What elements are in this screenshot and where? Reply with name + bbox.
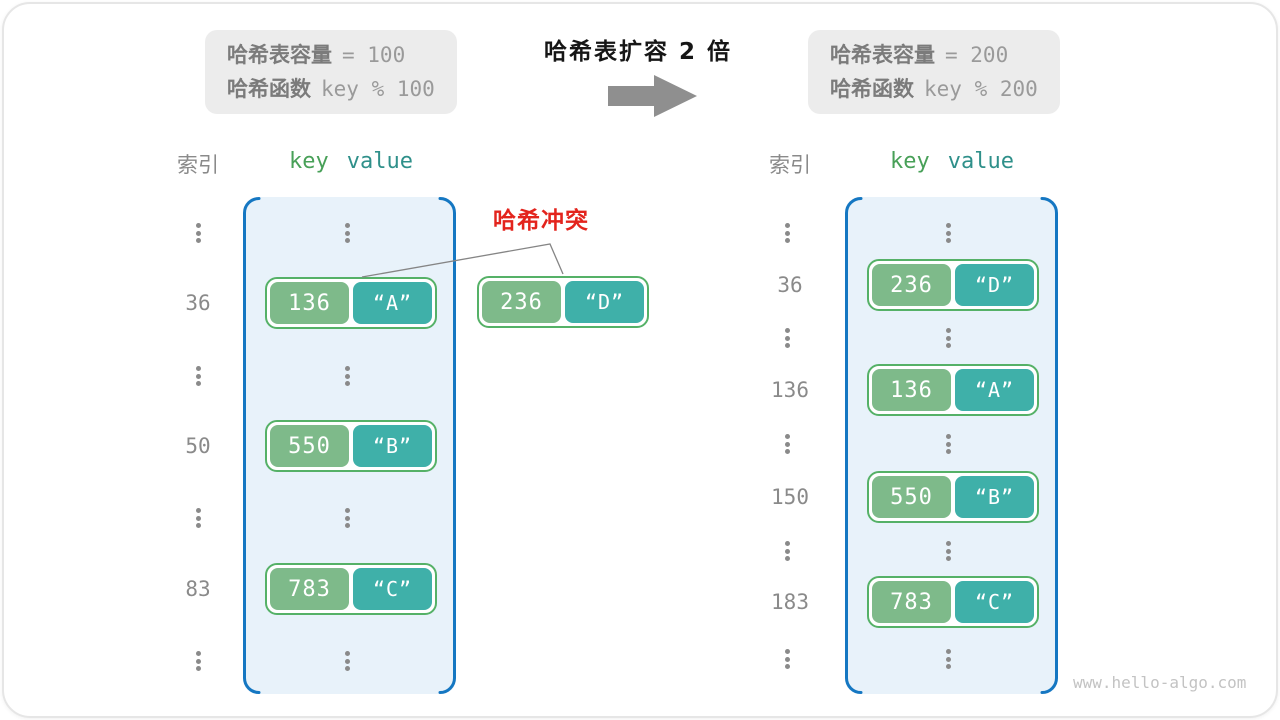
- ellipsis-dots: [946, 434, 951, 454]
- value-cell: “C”: [955, 581, 1034, 623]
- container-bracket-border: [845, 197, 1058, 694]
- ellipsis-dots: [946, 328, 951, 348]
- value-cell: “C”: [353, 568, 432, 610]
- before-index-0: 36: [185, 291, 211, 315]
- value-header: value: [947, 149, 1014, 174]
- pair-136-A: 136 “A”: [265, 277, 437, 329]
- hash-function-line: 哈希函数 key % 200: [830, 72, 1038, 106]
- capacity-label: 哈希表容量: [830, 43, 935, 67]
- before-kv-header: key value: [265, 149, 437, 174]
- ellipsis-dots: [785, 328, 790, 348]
- ellipsis-dots: [196, 651, 201, 671]
- key-header: key: [289, 149, 329, 174]
- ellipsis-dots: [196, 223, 201, 243]
- ellipsis-dots: [946, 223, 951, 243]
- diagram-title: 哈希表扩容 2 倍: [544, 39, 733, 65]
- after-index-1: 136: [771, 378, 809, 402]
- pair-236-D-collision: 236 “D”: [477, 276, 649, 328]
- ellipsis-dots: [785, 223, 790, 243]
- container-bracket-border: [243, 197, 456, 694]
- value-cell: “D”: [955, 264, 1034, 306]
- after-index-header: 索引: [769, 153, 811, 177]
- watermark: www.hello-algo.com: [1073, 673, 1247, 692]
- ellipsis-dots: [785, 541, 790, 561]
- value-cell: “B”: [353, 425, 432, 467]
- key-cell: 783: [270, 568, 349, 610]
- hash-function-value: key % 100: [321, 77, 435, 101]
- key-cell: 783: [872, 581, 951, 623]
- ellipsis-dots: [196, 508, 201, 528]
- key-cell: 136: [270, 282, 349, 324]
- pair-136-A: 136 “A”: [867, 364, 1039, 416]
- after-index-3: 183: [771, 590, 809, 614]
- ellipsis-dots: [785, 434, 790, 454]
- hash-collision-label: 哈希冲突: [493, 208, 589, 234]
- ellipsis-dots: [345, 366, 350, 386]
- capacity-value: = 200: [945, 43, 1009, 67]
- key-cell: 136: [872, 369, 951, 411]
- pair-550-B: 550 “B”: [265, 420, 437, 472]
- ellipsis-dots: [946, 541, 951, 561]
- after-index-2: 150: [771, 485, 809, 509]
- pair-550-B: 550 “B”: [867, 471, 1039, 523]
- value-header: value: [346, 149, 413, 174]
- after-index-0: 36: [777, 273, 803, 297]
- ellipsis-dots: [785, 649, 790, 669]
- capacity-box-after: 哈希表容量 = 200 哈希函数 key % 200: [808, 30, 1060, 114]
- value-cell: “B”: [955, 476, 1034, 518]
- hash-function-label: 哈希函数: [830, 77, 914, 101]
- value-cell: “A”: [353, 282, 432, 324]
- key-header: key: [890, 149, 930, 174]
- capacity-label: 哈希表容量: [227, 43, 332, 67]
- key-cell: 550: [872, 476, 951, 518]
- capacity-box-before: 哈希表容量 = 100 哈希函数 key % 100: [205, 30, 457, 114]
- hash-function-value: key % 200: [924, 77, 1038, 101]
- ellipsis-dots: [345, 508, 350, 528]
- value-cell: “D”: [565, 281, 644, 323]
- pair-236-D: 236 “D”: [867, 259, 1039, 311]
- before-index-2: 83: [185, 577, 211, 601]
- before-index-1: 50: [185, 434, 211, 458]
- ellipsis-dots: [196, 366, 201, 386]
- key-cell: 236: [482, 281, 561, 323]
- capacity-value: = 100: [342, 43, 406, 67]
- after-kv-header: key value: [867, 149, 1037, 174]
- pair-783-C: 783 “C”: [265, 563, 437, 615]
- capacity-line: 哈希表容量 = 200: [830, 38, 1038, 72]
- pair-783-C: 783 “C”: [867, 576, 1039, 628]
- capacity-line: 哈希表容量 = 100: [227, 38, 435, 72]
- ellipsis-dots: [946, 649, 951, 669]
- ellipsis-dots: [345, 651, 350, 671]
- ellipsis-dots: [345, 223, 350, 243]
- hash-function-line: 哈希函数 key % 100: [227, 72, 435, 106]
- value-cell: “A”: [955, 369, 1034, 411]
- hash-function-label: 哈希函数: [227, 77, 311, 101]
- before-index-header: 索引: [177, 153, 219, 177]
- key-cell: 550: [270, 425, 349, 467]
- key-cell: 236: [872, 264, 951, 306]
